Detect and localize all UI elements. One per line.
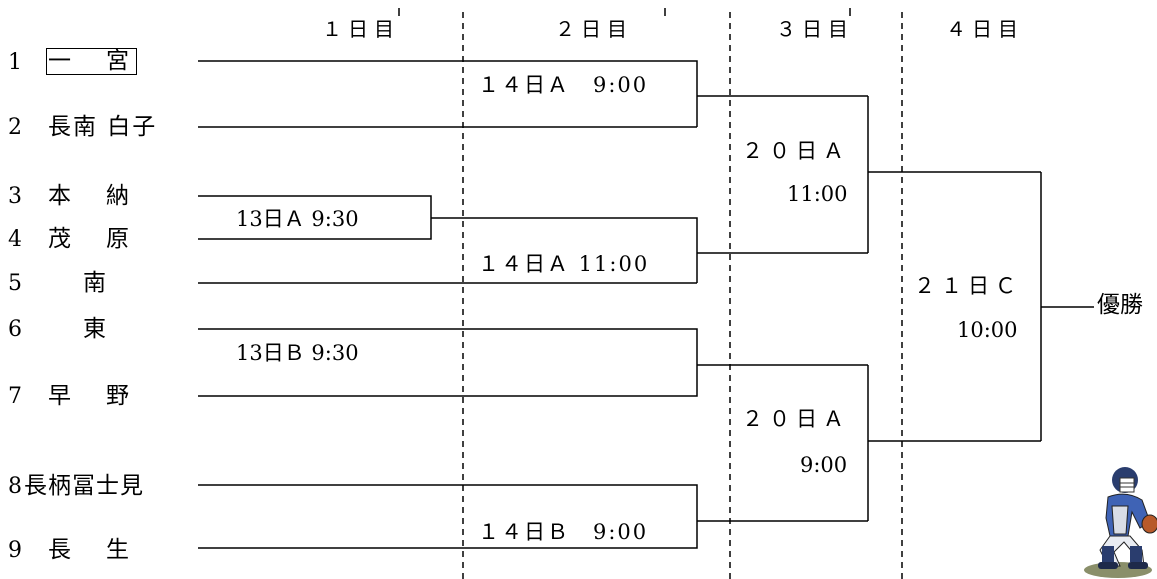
- team-2-number: 2: [8, 115, 22, 140]
- team-3-name: 本 納: [48, 183, 135, 209]
- bracket-line-t1: [198, 60, 698, 127]
- team-9-name: 長 生: [48, 537, 135, 563]
- champion-label: 優勝: [1097, 292, 1143, 318]
- day-header-1: １日目: [322, 17, 400, 41]
- match-13a-label: 13日Ａ 9:30: [236, 207, 359, 231]
- day-header-4: ４日目: [946, 17, 1024, 41]
- team-4-name: 茂 原: [48, 226, 135, 252]
- match-14a-0900-label: １４日Ａ 9:00: [478, 73, 649, 97]
- team-8-name: 長柄冨士見: [24, 473, 144, 499]
- team-6-name: 東: [54, 316, 112, 342]
- bracket-line-t8: [198, 484, 698, 549]
- team-6-number: 6: [8, 317, 22, 342]
- match-21c-date: ２１日Ｃ: [914, 274, 1022, 298]
- team-8-number: 8: [8, 474, 22, 499]
- team-1-number: 1: [8, 50, 22, 75]
- match-21c-time: 10:00: [957, 318, 1018, 342]
- bracket-line-t6: [198, 328, 698, 397]
- day-header-3: ３日目: [776, 17, 854, 41]
- match-14b-label: １４日Ｂ 9:00: [478, 520, 649, 544]
- match-13b-label: 13日Ｂ 9:30: [236, 341, 359, 365]
- team-5-name: 南: [54, 270, 112, 296]
- team-9-number: 9: [8, 538, 22, 563]
- team-3-number: 3: [8, 184, 22, 209]
- team-7-number: 7: [8, 384, 22, 409]
- team-4-number: 4: [8, 227, 22, 252]
- team-7-name: 早 野: [48, 383, 135, 409]
- match-20a-top-time: 11:00: [787, 182, 848, 206]
- match-14a-1100-label: １４日Ａ 11:00: [478, 252, 650, 276]
- day-header-2: ２日目: [555, 17, 633, 41]
- team-5-number: 5: [8, 271, 22, 296]
- team-1-name: 一 宮: [46, 48, 137, 75]
- match-20a-top-date: ２０日Ａ: [742, 139, 850, 163]
- match-20a-bottom-time: 9:00: [800, 453, 848, 477]
- baseball-catcher-icon: [1080, 462, 1157, 579]
- team-2-name: 長南 白子: [48, 114, 158, 140]
- match-20a-bottom-date: ２０日Ａ: [742, 407, 850, 431]
